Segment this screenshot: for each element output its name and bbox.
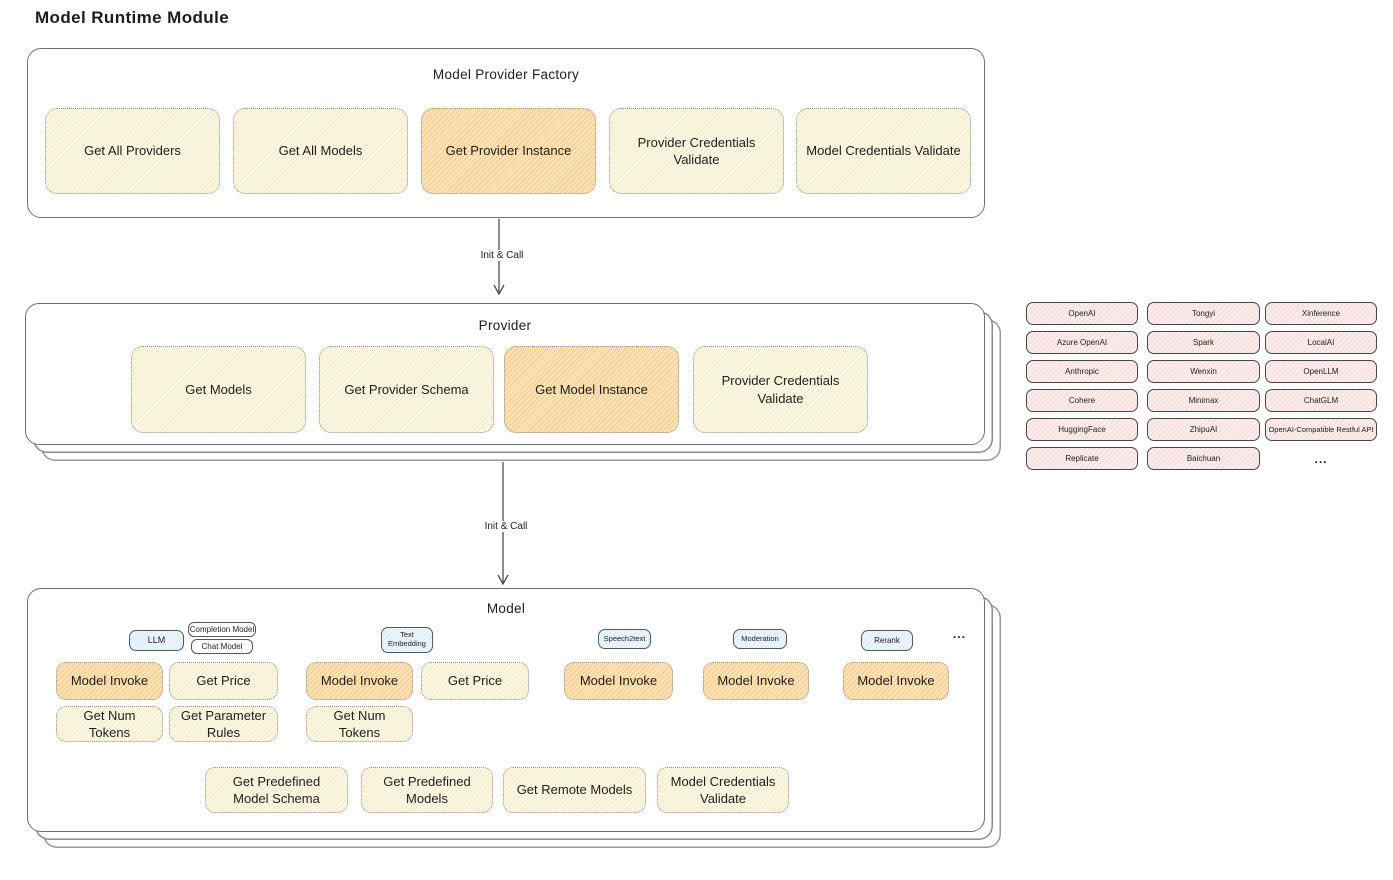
model-title: Model [486,601,526,616]
model-card: Model LLM Completion Model Chat Model Te… [27,588,985,832]
speech2text-model-invoke: Model Invoke [564,662,673,700]
provider-box-get-model-instance: Get Model Instance [504,346,679,433]
tab-rerank: Rerank [861,630,913,651]
provider-chip-openllm: OpenLLM [1265,360,1377,383]
factory-box-get-all-providers: Get All Providers [45,108,220,194]
get-remote-models: Get Remote Models [503,767,646,813]
provider-chip-minimax: Minimax [1147,389,1260,412]
tab-llm: LLM [129,630,184,651]
provider-chip-anthropic: Anthropic [1026,360,1138,383]
moderation-model-invoke: Model Invoke [703,662,809,700]
provider-chip-openai-compatible-restful-api: OpenAI-Compatible Restful API [1265,418,1377,441]
get-predefined-models: Get Predefined Models [361,767,493,813]
llm-get-price: Get Price [169,662,278,700]
provider-card: Provider Get Models Get Provider Schema … [25,303,985,445]
provider-title: Provider [478,318,532,333]
text-embedding-get-num-tokens: Get Num Tokens [306,706,413,742]
factory-box-model-credentials-validate: Model Credentials Validate [796,108,971,194]
provider-box-provider-credentials-validate: Provider Credentials Validate [693,346,868,433]
provider-box-get-models: Get Models [131,346,306,433]
tab-moderation: Moderation [733,629,787,649]
llm-model-invoke: Model Invoke [56,662,163,700]
provider-chip-zhipuai: ZhipuAI [1147,418,1260,441]
model-provider-factory-card: Model Provider Factory Get All Providers… [27,48,985,218]
arrow1-label: Init & Call [473,250,531,261]
provider-chip-localai: LocalAI [1265,331,1377,354]
llm-get-num-tokens: Get Num Tokens [56,706,163,742]
providers-grid-column-2: Tongyi Spark Wenxin Minimax ZhipuAI Baic… [1147,302,1260,470]
providers-grid-column-3: Xinference LocalAI OpenLLM ChatGLM OpenA… [1265,302,1377,470]
factory-box-provider-credentials-validate: Provider Credentials Validate [609,108,784,194]
providers-grid-column-1: OpenAI Azure OpenAI Anthropic Cohere Hug… [1026,302,1138,470]
provider-chip-tongyi: Tongyi [1147,302,1260,325]
tab-text-embedding: Text Embedding [381,627,433,653]
providers-more-ellipsis: ... [1314,451,1328,466]
provider-chip-openai: OpenAI [1026,302,1138,325]
arrow2-label: Init & Call [477,521,535,532]
provider-chip-xinference: Xinference [1265,302,1377,325]
tab-speech2text: Speech2text [598,629,651,649]
provider-chip-huggingface: HuggingFace [1026,418,1138,441]
provider-box-get-provider-schema: Get Provider Schema [319,346,494,433]
tag-completion-model: Completion Model [188,622,256,637]
text-embedding-model-invoke: Model Invoke [306,662,413,700]
factory-box-get-provider-instance: Get Provider Instance [421,108,596,194]
rerank-model-invoke: Model Invoke [843,662,949,700]
get-predefined-model-schema: Get Predefined Model Schema [205,767,348,813]
provider-chip-wenxin: Wenxin [1147,360,1260,383]
provider-chip-baichuan: Baichuan [1147,447,1260,470]
model-credentials-validate: Model Credentials Validate [657,767,789,813]
page-title: Model Runtime Module [35,8,230,27]
provider-chip-replicate: Replicate [1026,447,1138,470]
provider-chip-spark: Spark [1147,331,1260,354]
model-tabs-more-ellipsis: ... [953,627,967,641]
provider-chip-azure-openai: Azure OpenAI [1026,331,1138,354]
tag-chat-model: Chat Model [191,639,253,654]
provider-chip-chatglm: ChatGLM [1265,389,1377,412]
factory-title: Model Provider Factory [432,67,580,82]
llm-get-parameter-rules: Get Parameter Rules [169,706,278,742]
text-embedding-get-price: Get Price [421,662,529,700]
provider-chip-cohere: Cohere [1026,389,1138,412]
factory-box-get-all-models: Get All Models [233,108,408,194]
